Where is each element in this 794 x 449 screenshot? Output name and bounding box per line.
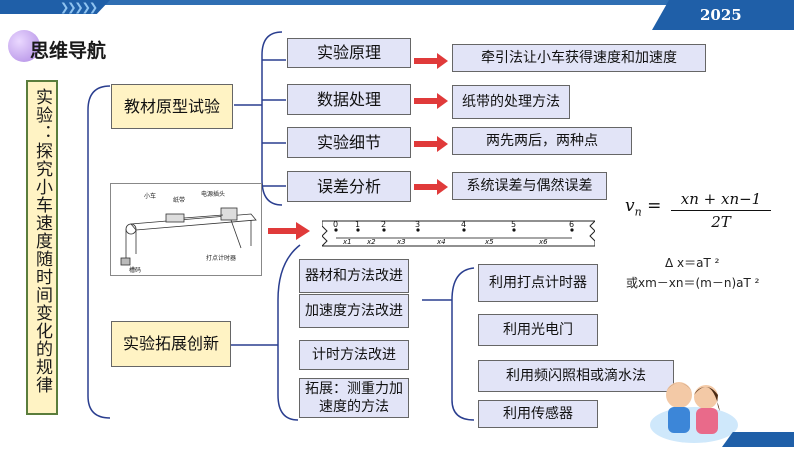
tape-segment-label: x3 (396, 238, 406, 246)
tape-point-label: 2 (381, 220, 386, 229)
logo-circle-icon (8, 30, 40, 62)
vn-lhs: v (625, 196, 635, 216)
item-equipment-method: 器材和方法改进 (299, 259, 409, 293)
top-bar (0, 0, 794, 5)
vn-numerator: xn + xn−1 (671, 190, 771, 211)
item-principle: 实验原理 (287, 38, 411, 68)
formula-vn: vn = (625, 196, 661, 218)
label-car: 小车 (144, 192, 156, 200)
method-photogate: 利用光电门 (478, 314, 598, 346)
page-title: 思维导航 (30, 40, 107, 62)
tape-point-label: 6 (569, 220, 574, 229)
detail-data-processing: 纸带的处理方法 (452, 85, 570, 119)
label-tape: 纸带 (173, 196, 185, 204)
vn-sub: n (634, 205, 642, 219)
vn-eq: = (647, 196, 662, 216)
detail-principle: 牵引法让小车获得速度和加速度 (452, 44, 706, 72)
tape-dot (382, 228, 386, 232)
branch-textbook-prototype: 教材原型试验 (111, 84, 233, 129)
formula-delta: Δ x＝aT ² (665, 256, 720, 270)
corner-decoration-right (652, 0, 794, 30)
tape-dot (512, 228, 516, 232)
item-acceleration-method: 加速度方法改进 (299, 294, 409, 328)
kids-illustration (646, 365, 742, 445)
tape-segment-label: x4 (436, 238, 446, 246)
tape-dot (356, 228, 360, 232)
paper-tape: 0 1 2 3 4 5 6 x1 x2 x3 x4 x5 x6 (320, 216, 597, 249)
item-error-analysis: 误差分析 (287, 171, 411, 202)
item-details: 实验细节 (287, 127, 411, 158)
method-timer: 利用打点计时器 (478, 264, 598, 302)
formula-general: 或xm－xn＝(m－n)aT ² (626, 276, 760, 290)
detail-error-analysis: 系统误差与偶然误差 (452, 172, 607, 200)
tape-point-label: 4 (461, 220, 466, 229)
tape-segment-label: x6 (538, 238, 548, 246)
tape-point-label: 5 (511, 220, 516, 229)
branch-extension-innovation: 实验拓展创新 (111, 321, 231, 367)
tape-segment-label: x1 (342, 238, 352, 246)
tape-dot (416, 228, 420, 232)
tape-point-label: 1 (355, 220, 360, 229)
detail-details: 两先两后，两种点 (452, 127, 632, 155)
method-sensor: 利用传感器 (478, 400, 598, 428)
vn-denominator: 2T (711, 213, 731, 231)
method-strobe-drip: 利用频闪照相或滴水法 (478, 360, 674, 392)
item-gravity-method: 拓展：测重力加速度的方法 (299, 378, 409, 418)
corner-decoration-left (0, 0, 110, 14)
tape-segment-label: x5 (484, 238, 494, 246)
label-clip: 电源插头 (201, 190, 225, 198)
tape-dot (334, 228, 338, 232)
corner-decoration-bottom (722, 432, 794, 447)
label-timer: 打点计时器 (206, 254, 236, 262)
tape-dot (462, 228, 466, 232)
chevron-icon: ❯❯❯❯❯ (60, 1, 98, 14)
tape-dot (570, 228, 574, 232)
item-data-processing: 数据处理 (287, 84, 411, 115)
year-label: 2025 (700, 6, 742, 24)
label-weight: 槽码 (129, 266, 141, 274)
apparatus-image: 小车 纸带 电源插头 打点计时器 槽码 (110, 183, 262, 276)
tape-segment-label: x2 (366, 238, 376, 246)
tape-point-label: 0 (333, 220, 338, 229)
main-topic: 实验：探究小车速度随时间变化的规律 (26, 80, 58, 415)
apparatus-drawing: 小车 纸带 电源插头 打点计时器 槽码 (120, 190, 257, 274)
item-timing-method: 计时方法改进 (299, 340, 409, 370)
tape-point-label: 3 (415, 220, 420, 229)
formula-vn-fraction: xn + xn−1 2T (671, 190, 771, 231)
